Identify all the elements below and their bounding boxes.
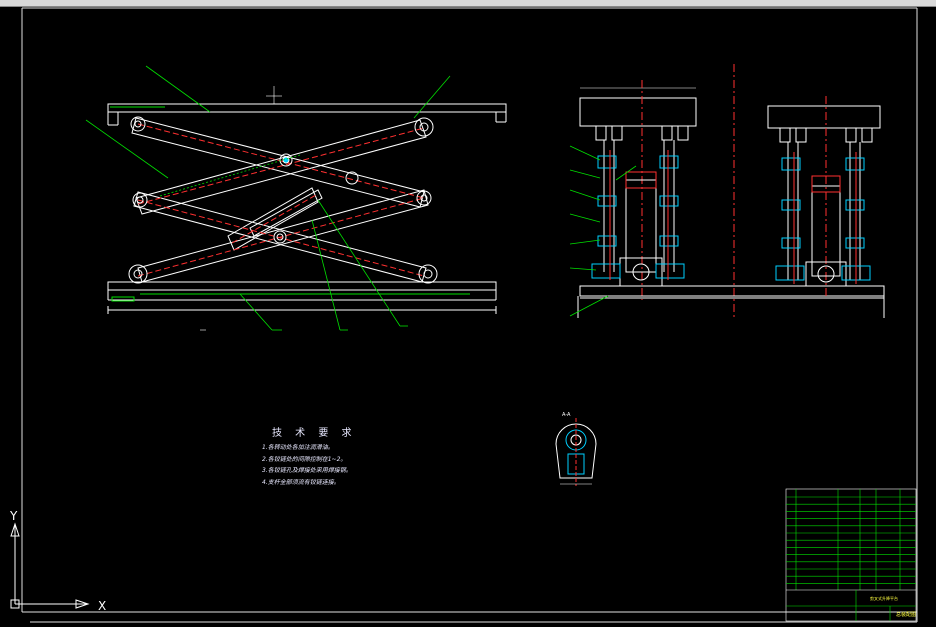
arm-centerlines <box>137 123 425 277</box>
title-block-title: 剪叉式升降平台 <box>870 595 898 601</box>
tech-line: 2.各铰链处的间隙控制在1~2。 <box>262 455 347 463</box>
section-label: A-A <box>562 412 571 418</box>
tech-line: 1.各转动处各加注润滑油。 <box>262 444 334 451</box>
side-view-right <box>767 96 881 296</box>
title-block-drawing-name: 总装配图 <box>896 611 916 618</box>
title-block <box>785 488 917 622</box>
front-view <box>569 64 885 318</box>
dimension-marks <box>200 86 282 331</box>
ucs-x-label: X <box>98 599 106 613</box>
base-frame <box>107 281 497 314</box>
ucs-y-label: Y <box>9 509 18 523</box>
section-a-a: A-A <box>555 412 597 486</box>
top-platform <box>107 103 507 126</box>
pivot-pins <box>128 116 438 284</box>
technical-requirements: 技 术 要 求 1.各转动处各加注润滑油。 2.各铰链处的间隙控制在1~2。 3… <box>262 424 357 488</box>
drawing-frame <box>21 7 918 623</box>
window-top-bar <box>0 0 936 7</box>
tech-line: 4.支杆全部须流有铰链连接。 <box>262 478 340 486</box>
scissor-lift-side-view <box>85 65 507 331</box>
ucs-icon <box>10 522 90 609</box>
scissor-arms <box>131 117 429 283</box>
leader-lines <box>85 65 451 331</box>
tech-line: 3.各铰链孔及焊接处采用焊接钢。 <box>262 467 352 474</box>
tech-title: 技 术 要 求 <box>272 428 357 439</box>
